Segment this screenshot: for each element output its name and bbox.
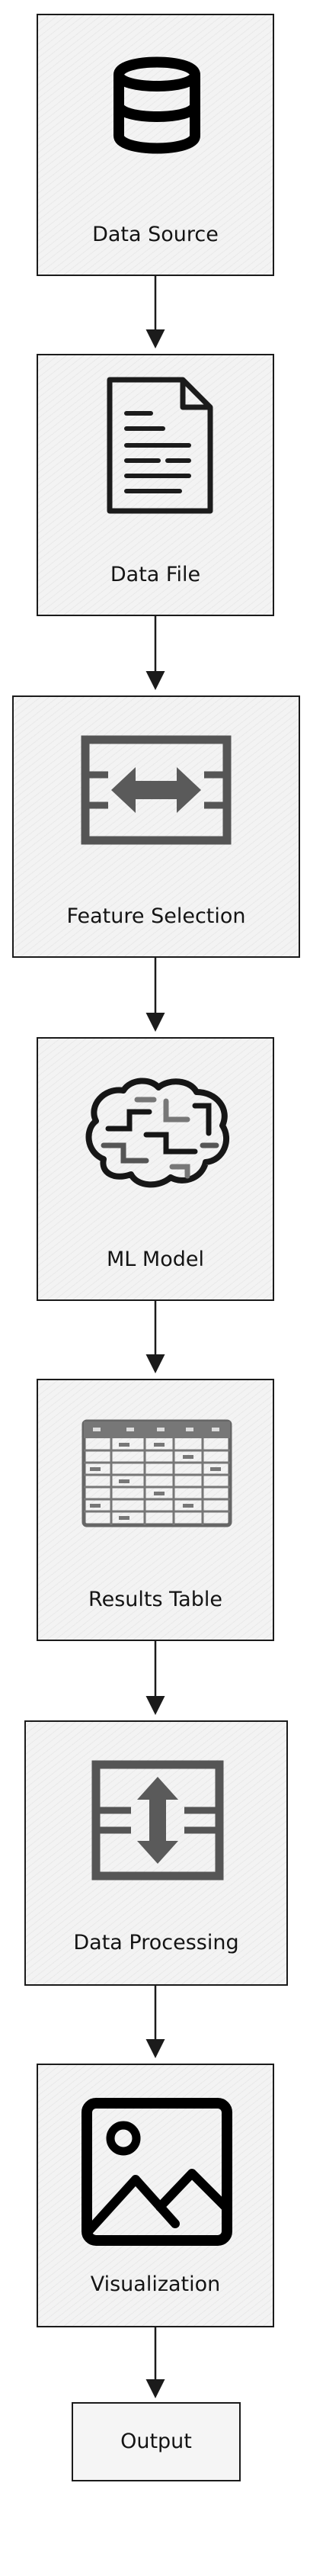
node-label: Data File — [110, 563, 201, 586]
horizontal-arrows-icon — [81, 735, 232, 845]
node-data-file[interactable]: Data File — [37, 354, 274, 616]
node-ml-model[interactable]: ML Model — [37, 1037, 274, 1301]
node-label: Feature Selection — [66, 904, 246, 928]
node-label: Visualization — [90, 2272, 221, 2296]
node-output[interactable]: Output — [72, 2402, 241, 2481]
table-icon — [82, 1419, 232, 1527]
document-icon — [107, 377, 213, 514]
node-feature-selection[interactable]: Feature Selection — [12, 695, 300, 958]
node-data-processing[interactable]: Data Processing — [24, 1720, 288, 1986]
vertical-arrows-icon — [91, 1760, 224, 1881]
node-label: Results Table — [88, 1588, 222, 1611]
node-visualization[interactable]: Visualization — [37, 2064, 274, 2327]
database-icon — [113, 56, 200, 154]
node-label: Data Source — [92, 223, 219, 246]
node-label: Output — [120, 2430, 192, 2453]
node-label: ML Model — [107, 1248, 204, 1271]
node-data-source[interactable]: Data Source — [37, 14, 274, 276]
node-label: Data Processing — [73, 1931, 239, 1954]
image-icon — [82, 2098, 232, 2246]
brain-icon — [85, 1078, 229, 1188]
node-results-table[interactable]: Results Table — [37, 1379, 274, 1641]
